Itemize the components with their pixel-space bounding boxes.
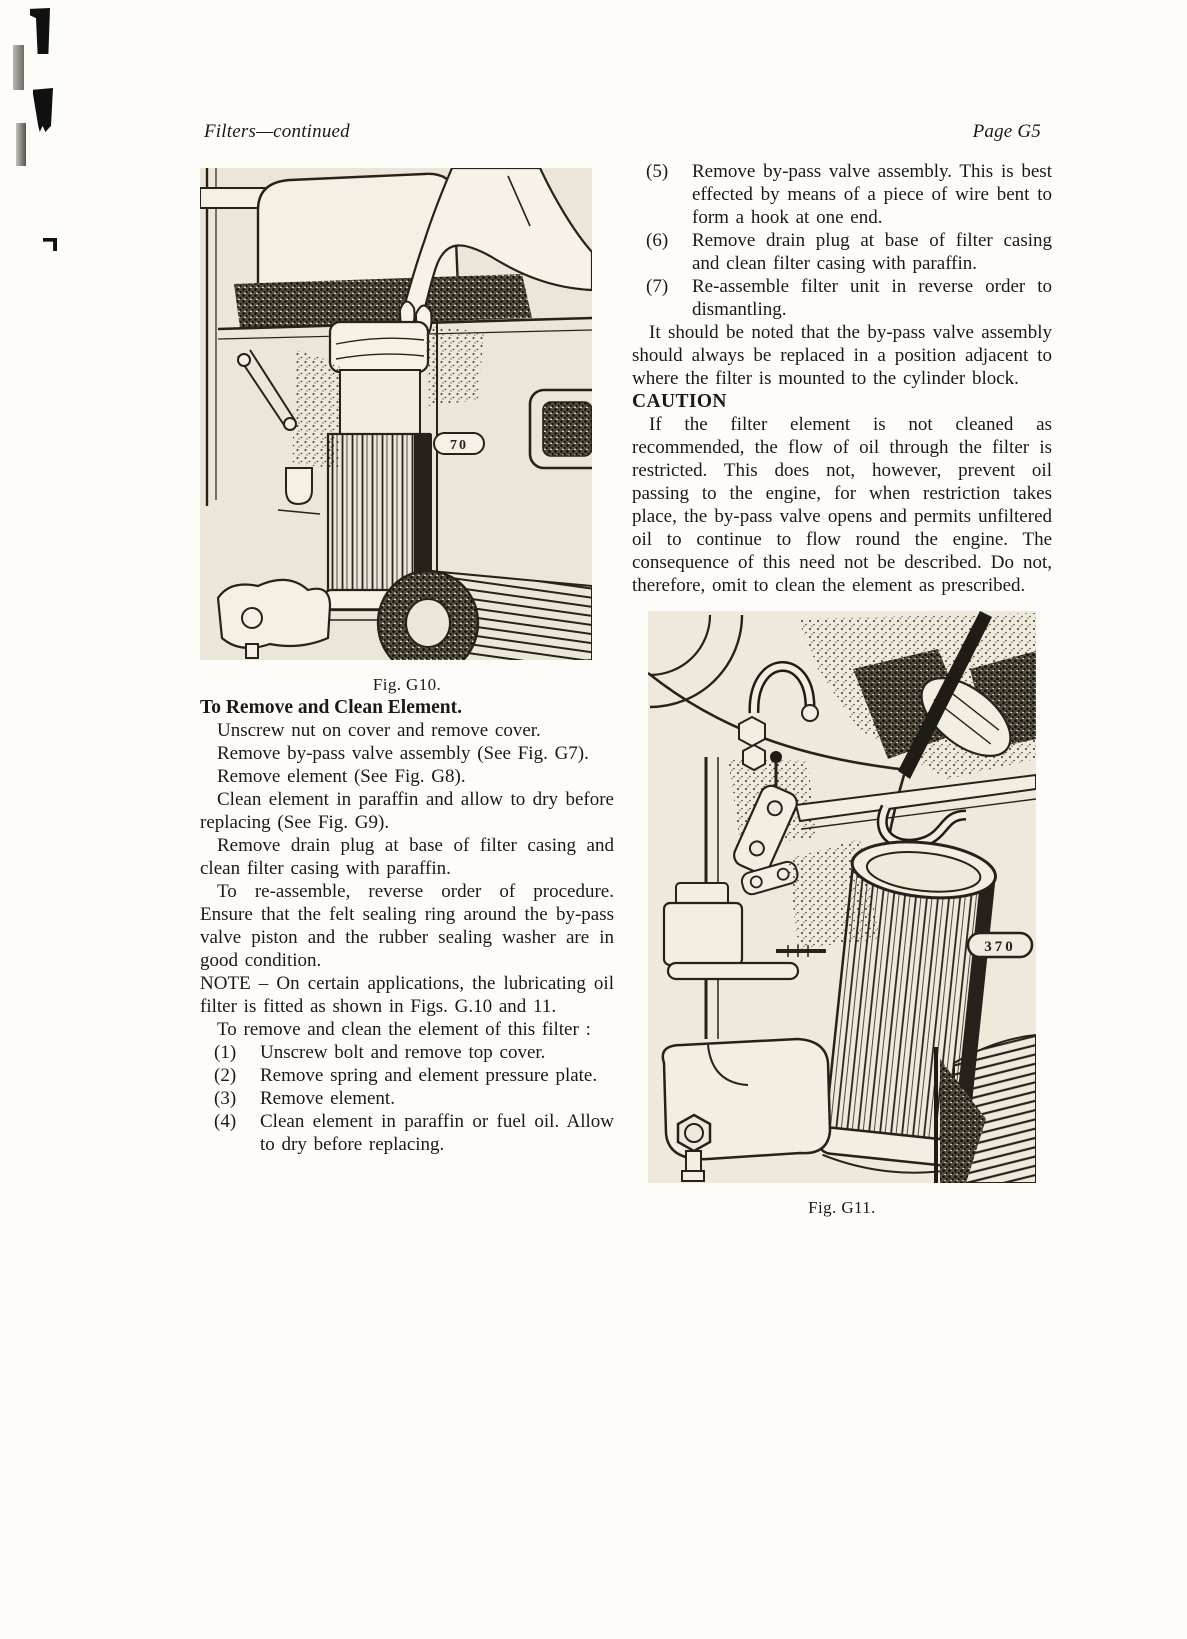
- list-item: (5) Remove by-pass valve assembly. This …: [632, 160, 1052, 229]
- list-item-text: Remove element.: [260, 1088, 395, 1109]
- list-item: (2) Remove spring and element pressure p…: [200, 1064, 614, 1087]
- paragraph-clean: Clean element in paraffin and allow to d…: [200, 789, 614, 833]
- list-item: (4) Clean element in paraffin or fuel oi…: [200, 1110, 614, 1156]
- list-item-number: (3): [214, 1088, 237, 1109]
- figure-g11-illustration: 370: [648, 611, 1036, 1183]
- running-header-left: Filters—continued: [204, 121, 350, 142]
- paragraph-noted: It should be noted that the by-pass valv…: [632, 322, 1052, 389]
- figure-g10-tag-label: 70: [450, 438, 468, 453]
- paragraph-bypass: Remove by-pass valve assembly (See Fig. …: [217, 743, 589, 764]
- list-item-number: (1): [214, 1042, 237, 1063]
- section-heading: To Remove and Clean Element.: [200, 697, 462, 718]
- figure-g10-part-tag: 70: [433, 432, 485, 455]
- scan-artifact: [30, 8, 50, 54]
- figure-g11-caption: Fig. G11.: [808, 1198, 876, 1217]
- list-item-number: (6): [646, 230, 669, 251]
- list-item-text: Unscrew bolt and remove top cover.: [260, 1042, 546, 1063]
- paragraph-reassemble: To re-assemble, reverse order of procedu…: [200, 881, 614, 971]
- list-item-text: Re-assemble filter unit in reverse order…: [692, 276, 1052, 320]
- caution-heading: CAUTION: [632, 391, 727, 412]
- scan-artifact: [13, 45, 24, 90]
- list-item: (1) Unscrew bolt and remove top cover.: [200, 1041, 614, 1064]
- list-item-text: Clean element in paraffin or fuel oil. A…: [260, 1111, 614, 1155]
- note-paragraph: NOTE – On certain applications, the lubr…: [200, 973, 614, 1017]
- figure-g11-tag-label: 370: [984, 939, 1016, 955]
- paragraph-drain: Remove drain plug at base of filter casi…: [200, 835, 614, 879]
- list-intro: To remove and clean the element of this …: [217, 1019, 591, 1040]
- figure-g10-illustration: 70: [200, 168, 592, 660]
- list-item-number: (5): [646, 161, 669, 182]
- right-column: (5) Remove by-pass valve assembly. This …: [632, 160, 1052, 1219]
- list-item-number: (4): [214, 1111, 237, 1132]
- figure-g11-part-tag: 370: [966, 931, 1034, 959]
- scan-artifact: [43, 238, 57, 251]
- paragraph-unscrew: Unscrew nut on cover and remove cover.: [217, 720, 541, 741]
- figure-g11: 370 Fig. G11.: [648, 611, 1036, 1219]
- caution-paragraph: If the filter element is not cleaned as …: [632, 414, 1052, 596]
- list-item-number: (2): [214, 1065, 237, 1086]
- figure-g10: 70 Fig. G10.: [200, 168, 614, 696]
- left-column: 70 Fig. G10. To Remove a: [200, 168, 614, 1156]
- scan-artifact: [33, 88, 53, 132]
- page-number: Page G5: [972, 121, 1041, 142]
- list-item: (6) Remove drain plug at base of filter …: [632, 229, 1052, 275]
- list-item: (7) Re-assemble filter unit in reverse o…: [632, 275, 1052, 321]
- list-item: (3) Remove element.: [200, 1087, 614, 1110]
- list-item-text: Remove spring and element pressure plate…: [260, 1065, 598, 1086]
- figure-g10-caption: Fig. G10.: [372, 675, 442, 694]
- paragraph-element: Remove element (See Fig. G8).: [217, 766, 466, 787]
- scan-artifact: [16, 123, 26, 166]
- list-item-text: Remove by-pass valve assembly. This is b…: [692, 161, 1052, 228]
- list-item-text: Remove drain plug at base of filter casi…: [692, 230, 1052, 274]
- list-item-number: (7): [646, 276, 669, 297]
